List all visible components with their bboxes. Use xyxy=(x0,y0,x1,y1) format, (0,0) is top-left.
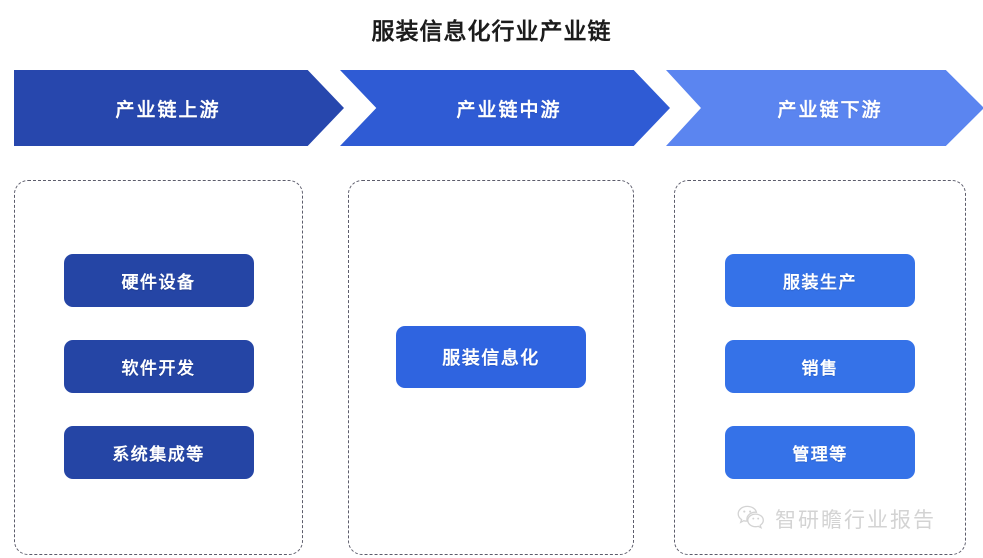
stage-banner-upstream[interactable]: 产业链上游 xyxy=(14,70,344,146)
node-label: 服装信息化 xyxy=(442,348,540,368)
node-box[interactable]: 服装生产 xyxy=(725,254,915,307)
node-box[interactable]: 软件开发 xyxy=(63,340,254,393)
node-box[interactable]: 系统集成等 xyxy=(63,426,254,479)
node-label: 管理等 xyxy=(792,445,848,464)
stage-banner-downstream[interactable]: 产业链下游 xyxy=(666,70,983,146)
node-stack-midstream: 服装信息化 xyxy=(349,326,633,388)
column-midstream: 服装信息化 xyxy=(348,180,634,555)
node-box[interactable]: 销售 xyxy=(725,340,915,393)
column-downstream: 服装生产 销售 管理等 xyxy=(674,180,966,555)
node-label: 服装生产 xyxy=(783,273,857,292)
stage-banner-midstream[interactable]: 产业链中游 xyxy=(340,70,670,146)
node-box[interactable]: 服装信息化 xyxy=(396,326,586,388)
page-title: 服装信息化行业产业链 xyxy=(371,18,612,44)
node-stack-upstream: 硬件设备 软件开发 系统集成等 xyxy=(15,254,302,479)
node-label: 软件开发 xyxy=(121,359,196,378)
node-box[interactable]: 管理等 xyxy=(725,426,915,479)
node-label: 系统集成等 xyxy=(112,445,205,464)
stage-banner-row: 产业链上游 产业链中游 产业链下游 xyxy=(0,70,983,146)
node-label: 硬件设备 xyxy=(121,273,196,292)
stage-banner-downstream-label: 产业链下游 xyxy=(777,99,883,121)
column-upstream: 硬件设备 软件开发 系统集成等 xyxy=(14,180,303,555)
stage-banner-upstream-label: 产业链上游 xyxy=(115,99,221,121)
node-box[interactable]: 硬件设备 xyxy=(63,254,254,307)
node-label: 销售 xyxy=(801,359,839,378)
node-stack-downstream: 服装生产 销售 管理等 xyxy=(675,254,965,479)
stage-banner-midstream-label: 产业链中游 xyxy=(456,99,562,121)
